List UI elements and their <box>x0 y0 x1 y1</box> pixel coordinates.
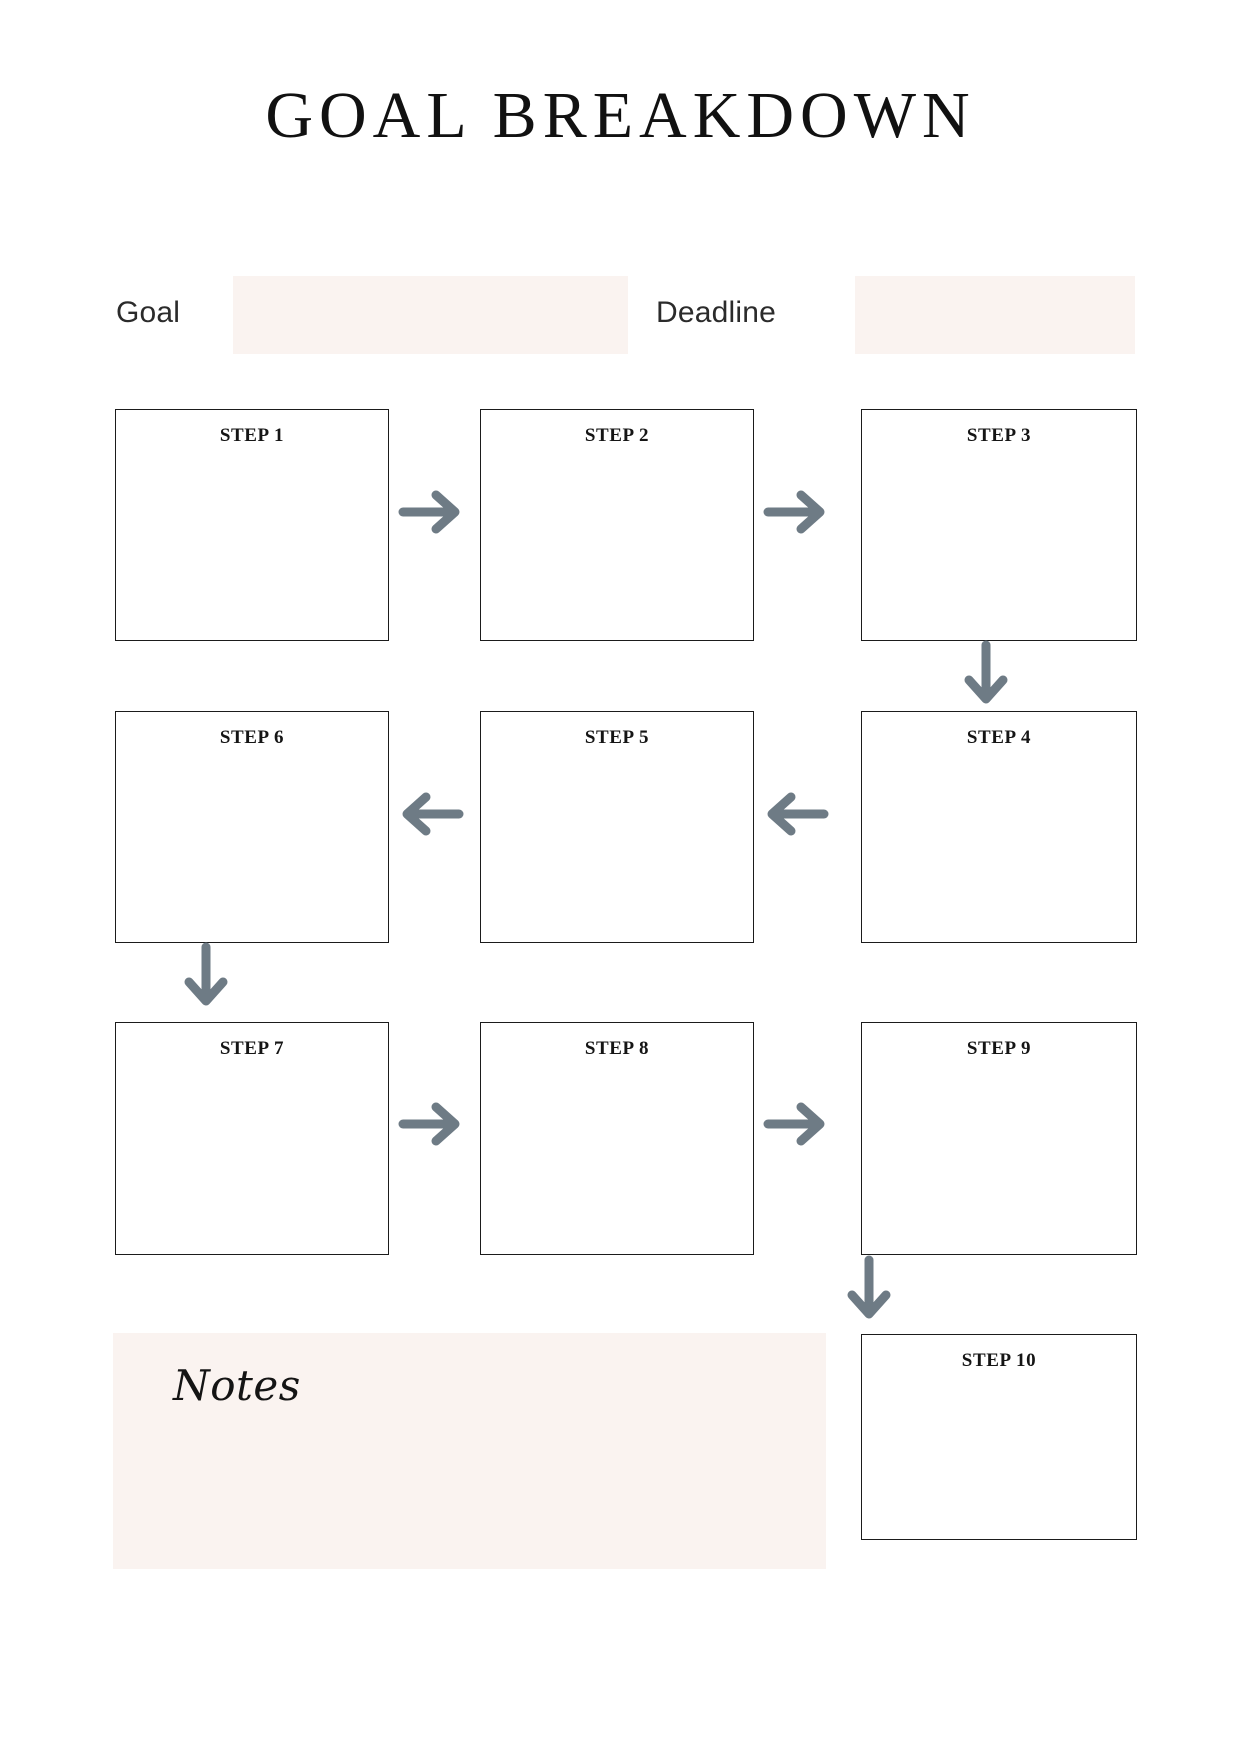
arrow-right-icon-step8-step9 <box>763 1100 829 1148</box>
step-label-2: STEP 2 <box>584 425 650 446</box>
arrow-right-icon-step7-step8 <box>398 1100 464 1148</box>
arrow-right-icon-step1-step2 <box>398 488 464 536</box>
step-label-3: STEP 3 <box>966 425 1032 446</box>
step-label-5: STEP 5 <box>584 727 650 748</box>
step-box-2[interactable]: STEP 2 <box>480 409 754 641</box>
page-title: GOAL BREAKDOWN <box>265 79 976 152</box>
arrow-down-icon-step6-step7 <box>182 942 230 1010</box>
step-box-7[interactable]: STEP 7 <box>115 1022 389 1255</box>
arrow-down-icon-step9-step10 <box>845 1255 893 1323</box>
arrow-left-icon-step5-step6 <box>398 790 464 838</box>
step-input-7[interactable] <box>116 1060 388 1249</box>
step-input-4[interactable] <box>862 749 1136 937</box>
step-label-6: STEP 6 <box>219 727 285 748</box>
goal-label: Goal <box>116 296 181 329</box>
step-label-8: STEP 8 <box>584 1038 650 1059</box>
step-box-5[interactable]: STEP 5 <box>480 711 754 943</box>
step-input-6[interactable] <box>116 749 388 937</box>
notes-title: Notes <box>173 1361 301 1410</box>
step-box-8[interactable]: STEP 8 <box>480 1022 754 1255</box>
deadline-label: Deadline <box>656 296 777 329</box>
notes-panel[interactable]: Notes <box>113 1333 826 1569</box>
arrow-left-icon-step4-step5 <box>763 790 829 838</box>
step-box-6[interactable]: STEP 6 <box>115 711 389 943</box>
step-input-2[interactable] <box>481 447 753 635</box>
step-input-10[interactable] <box>862 1372 1136 1534</box>
notes-input[interactable] <box>159 1429 784 1549</box>
goal-input[interactable] <box>233 276 628 354</box>
step-label-1: STEP 1 <box>219 425 285 446</box>
step-input-3[interactable] <box>862 447 1136 635</box>
step-box-3[interactable]: STEP 3 <box>861 409 1137 641</box>
step-box-10[interactable]: STEP 10 <box>861 1334 1137 1540</box>
step-label-9: STEP 9 <box>966 1038 1032 1059</box>
deadline-input[interactable] <box>855 276 1135 354</box>
step-box-9[interactable]: STEP 9 <box>861 1022 1137 1255</box>
step-box-4[interactable]: STEP 4 <box>861 711 1137 943</box>
step-box-1[interactable]: STEP 1 <box>115 409 389 641</box>
step-label-4: STEP 4 <box>966 727 1032 748</box>
step-input-1[interactable] <box>116 447 388 635</box>
step-input-5[interactable] <box>481 749 753 937</box>
step-label-10: STEP 10 <box>961 1350 1037 1371</box>
step-label-7: STEP 7 <box>219 1038 285 1059</box>
arrow-down-icon-step3-step4 <box>962 640 1010 708</box>
step-input-8[interactable] <box>481 1060 753 1249</box>
step-input-9[interactable] <box>862 1060 1136 1249</box>
arrow-right-icon-step2-step3 <box>763 488 829 536</box>
